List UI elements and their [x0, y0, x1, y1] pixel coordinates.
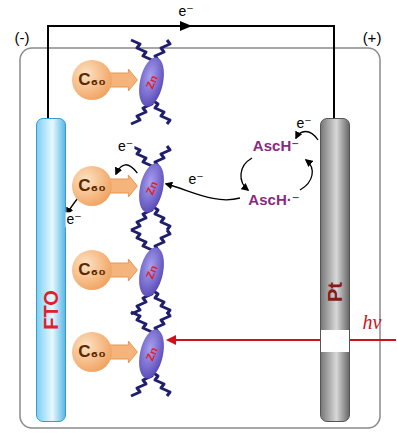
electron-label: e⁻: [117, 139, 134, 154]
fto-electrode: FTO: [36, 118, 66, 422]
external-wire: [48, 26, 334, 118]
electrode-label: FTO: [40, 290, 62, 330]
wire-arrow: [180, 21, 192, 31]
ascorbate-label: AscH⁻: [253, 138, 299, 155]
ascorbate-label: AscH·⁻: [248, 192, 299, 209]
c60-sphere: C₆₀: [72, 60, 112, 100]
linker-arrow: [110, 175, 137, 197]
cycle-arrow: [241, 158, 252, 190]
cycle-arrow: [300, 160, 312, 190]
porphyrin-arms: [131, 40, 170, 396]
light-arrow: [168, 339, 396, 341]
side-chain: [152, 372, 170, 396]
polarity-sign: (-): [15, 30, 30, 47]
pt-electrode: Pt: [320, 118, 350, 422]
polarity-sign: (+): [363, 30, 382, 47]
side-chain: [152, 100, 170, 124]
electron-label: e⁻: [65, 212, 82, 227]
metal-label: Zn: [144, 179, 160, 196]
zn-porphyrin: Zn: [135, 55, 168, 109]
molecule-label: C₆₀: [78, 343, 106, 362]
zn-porphyrin: Zn: [135, 245, 168, 299]
metal-label: Zn: [144, 263, 160, 280]
electrode-label: Pt: [324, 282, 346, 302]
electron-label: e⁻: [178, 4, 193, 19]
molecule-label: C₆₀: [78, 261, 106, 280]
light-label: hν: [363, 311, 382, 333]
electron-arrow: [296, 132, 318, 141]
zn-porphyrin: Zn: [135, 327, 168, 381]
side-chain: [152, 290, 170, 314]
c60-sphere: C₆₀: [72, 332, 112, 372]
metal-label: Zn: [144, 345, 160, 362]
side-chain: [152, 206, 170, 230]
linker-arrow: [110, 341, 137, 363]
cell-housing: [20, 48, 380, 428]
electron-label: e⁻: [296, 116, 311, 131]
electron-arrow: [116, 165, 137, 174]
zn-porphyrin: Zn: [135, 161, 168, 215]
linker-arrow: [110, 69, 137, 91]
electron-label: e⁻: [188, 172, 203, 187]
linker-arrow: [110, 259, 137, 281]
c60-sphere: C₆₀: [72, 250, 112, 290]
c60-sphere: C₆₀: [72, 166, 112, 206]
metal-label: Zn: [144, 73, 160, 90]
molecule-label: C₆₀: [78, 71, 106, 90]
molecule-label: C₆₀: [78, 177, 106, 196]
